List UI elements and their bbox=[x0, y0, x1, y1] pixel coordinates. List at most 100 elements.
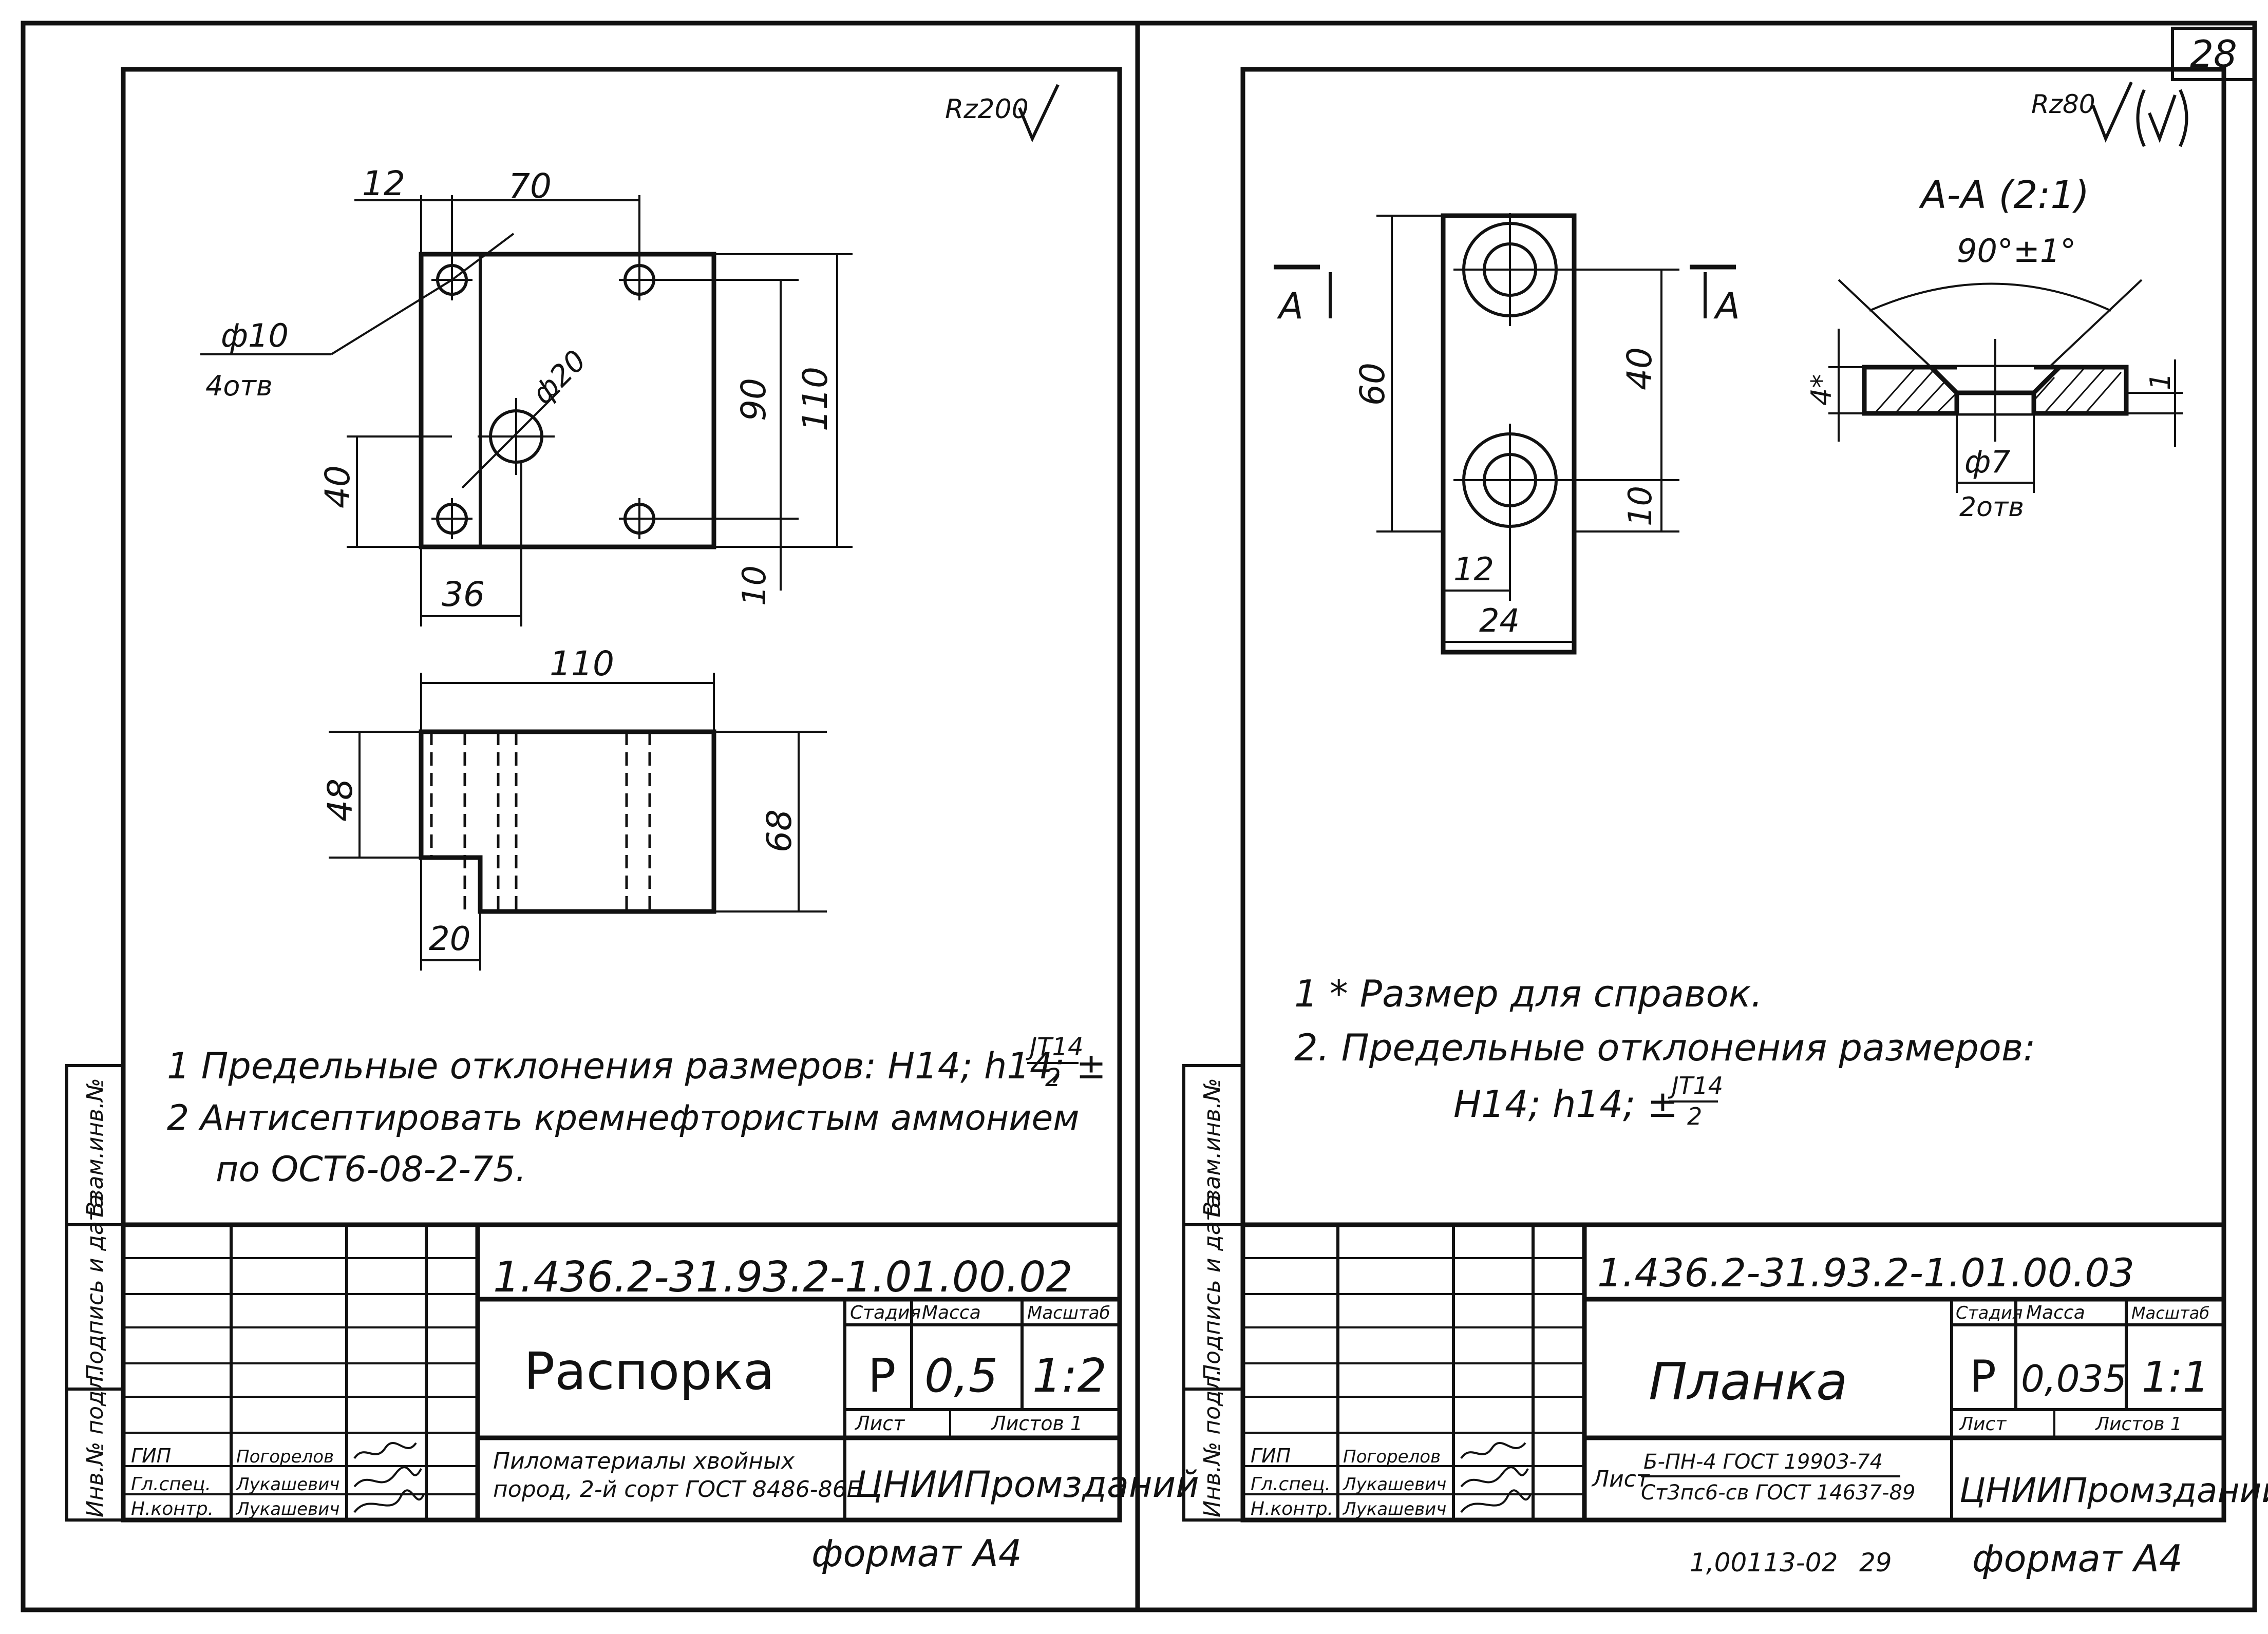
right-drawing: Взам.инв.№ Подпись и дата Инв.№ подл. Rz… bbox=[1182, 67, 2268, 1580]
right-tol-num: JT14 bbox=[1668, 1072, 1723, 1099]
right-dim-60: 60 bbox=[1353, 363, 1392, 406]
left-hole-count: 4отв bbox=[205, 370, 273, 402]
page-number-box bbox=[2171, 27, 2256, 81]
right-side-label-3: Инв.№ подл. bbox=[1199, 1369, 1225, 1517]
right-dim-10: 10 bbox=[1621, 486, 1659, 526]
left-scale-header: Масштаб bbox=[1027, 1303, 1110, 1323]
left-material-2: пород, 2-й сорт ГОСТ 8486-86Е bbox=[493, 1476, 861, 1503]
right-note-3: Н14; h14; ± bbox=[1453, 1082, 1678, 1126]
left-hole-bl bbox=[431, 498, 472, 539]
left-tol-den: 2 bbox=[1045, 1063, 1061, 1092]
left-doc-code: 1.436.2-31.93.2-1.01.00.02 bbox=[493, 1253, 1073, 1302]
right-dim-1: 1 bbox=[2144, 373, 2177, 390]
right-dim-4: 4* bbox=[1805, 374, 1838, 406]
left-dim-40: 40 bbox=[318, 465, 357, 508]
right-signature-2 bbox=[1460, 1466, 1529, 1488]
right-dim-40: 40 bbox=[1620, 347, 1659, 390]
right-material-prefix: Лист bbox=[1591, 1466, 1650, 1492]
right-signature-1 bbox=[1460, 1442, 1526, 1459]
left-signature-2 bbox=[353, 1466, 422, 1488]
bottom-page: 29 bbox=[1859, 1548, 1892, 1578]
left-top-view bbox=[419, 252, 716, 549]
right-note-1: 1 * Размер для справок. bbox=[1294, 972, 1763, 1015]
right-role-1: ГИП bbox=[1251, 1445, 1291, 1467]
right-mass: 0,035 bbox=[2021, 1357, 2127, 1400]
right-title-block: 1.436.2-31.93.2-1.01.00.03 Планка Стадия… bbox=[1240, 1222, 2268, 1523]
left-side-label-2: Подпись и дата bbox=[82, 1194, 108, 1381]
left-organization: ЦНИИПромзданий bbox=[855, 1464, 1199, 1506]
left-note-3: по ОСТ6-08-2-75. bbox=[216, 1149, 526, 1190]
right-section-view bbox=[1862, 339, 2129, 442]
left-signature-1 bbox=[353, 1442, 417, 1459]
right-roughness: Rz80 bbox=[2031, 89, 2095, 119]
right-scale-header: Масштаб bbox=[2131, 1303, 2209, 1323]
left-format: формат А4 bbox=[811, 1532, 1022, 1575]
right-name-3: Лукашевич bbox=[1342, 1499, 1446, 1519]
left-note-2: 2 Антисептировать кремнефтористым аммони… bbox=[167, 1098, 1080, 1138]
right-side-label-2: Подпись и дата bbox=[1199, 1194, 1225, 1381]
right-part-name: Планка bbox=[1649, 1352, 1847, 1412]
left-name-1: Погорелов bbox=[236, 1447, 334, 1467]
left-hole-label: ф10 bbox=[221, 317, 289, 354]
left-stage-header: Стадия bbox=[850, 1302, 921, 1323]
right-hole-label: ф7 bbox=[1964, 444, 2010, 480]
right-doc-code: 1.436.2-31.93.2-1.01.00.03 bbox=[1597, 1250, 2134, 1296]
left-dim-110-horizontal: 110 bbox=[550, 644, 614, 683]
right-angle-label: 90°±1° bbox=[1957, 232, 2076, 270]
right-format: формат А4 bbox=[1972, 1537, 2183, 1580]
left-side-label-3: Инв.№ подл. bbox=[82, 1369, 108, 1517]
left-tol-num: JT14 bbox=[1026, 1033, 1084, 1061]
left-dim-48: 48 bbox=[320, 778, 360, 822]
left-mass-header: Масса bbox=[922, 1302, 981, 1323]
left-mass: 0,5 bbox=[924, 1349, 998, 1403]
left-dim-10: 10 bbox=[735, 565, 773, 606]
left-sheets-header: Листов 1 bbox=[990, 1412, 1083, 1435]
right-material-2: Ст3пс6-св ГОСТ 14637-89 bbox=[1641, 1481, 1915, 1505]
right-sheets-header: Листов 1 bbox=[2094, 1414, 2182, 1435]
left-dim-20: 20 bbox=[429, 920, 470, 958]
right-signature-3 bbox=[1460, 1489, 1532, 1513]
right-material-1: Б-ПН-4 ГОСТ 19903-74 bbox=[1643, 1450, 1883, 1474]
right-organization: ЦНИИПромзданий bbox=[1959, 1471, 2268, 1510]
left-roughness: Rz200 bbox=[945, 94, 1029, 125]
right-section-mark-right: А bbox=[1713, 285, 1740, 327]
right-name-1: Погорелов bbox=[1343, 1447, 1441, 1467]
left-dim-70: 70 bbox=[508, 166, 552, 206]
left-dim-110-vertical: 110 bbox=[796, 367, 835, 431]
right-note-2: 2. Предельные отклонения размеров: bbox=[1294, 1026, 2036, 1069]
right-dim-24: 24 bbox=[1479, 602, 1520, 639]
left-drawing: Взам.инв.№ Подпись и дата Инв.№ подл. Rz… bbox=[65, 67, 1199, 1575]
right-role-3: Н.контр. bbox=[1251, 1498, 1333, 1519]
left-hole-center bbox=[478, 398, 555, 475]
left-role-1: ГИП bbox=[131, 1445, 171, 1467]
right-plate-view bbox=[1441, 213, 1577, 655]
left-dim-36: 36 bbox=[442, 575, 485, 614]
left-role-2: Гл.спец. bbox=[131, 1474, 211, 1495]
left-side-label-1: Взам.инв.№ bbox=[82, 1078, 108, 1217]
right-section-title: А-А (2:1) bbox=[1919, 173, 2089, 217]
left-title-block: 1.436.2-31.93.2-1.01.00.02 Распорка Стад… bbox=[121, 1222, 1199, 1523]
left-name-3: Лукашевич bbox=[235, 1499, 339, 1519]
right-name-2: Лукашевич bbox=[1342, 1474, 1446, 1495]
right-mass-header: Масса bbox=[2026, 1302, 2085, 1323]
left-signature-3 bbox=[353, 1489, 425, 1513]
right-section-mark-left: А bbox=[1277, 285, 1303, 327]
right-dim-12: 12 bbox=[1453, 550, 1494, 588]
left-material-1: Пиломатериалы хвойных bbox=[493, 1448, 795, 1474]
left-role-3: Н.контр. bbox=[131, 1498, 214, 1519]
left-note-1: 1 Предельные отклонения размеров: Н14; h… bbox=[167, 1045, 1106, 1087]
left-sheet-header: Лист bbox=[854, 1412, 905, 1435]
right-role-2: Гл.спец. bbox=[1251, 1474, 1331, 1495]
right-stage: Р bbox=[1970, 1351, 1996, 1402]
right-scale: 1:1 bbox=[2142, 1353, 2209, 1402]
left-dim-68: 68 bbox=[760, 809, 799, 852]
right-tol-den: 2 bbox=[1687, 1103, 1702, 1130]
bottom-code: 1,00113-02 bbox=[1690, 1548, 1838, 1578]
left-scale: 1:2 bbox=[1032, 1349, 1107, 1403]
left-dim-12: 12 bbox=[362, 164, 405, 203]
right-side-label-1: Взам.инв.№ bbox=[1199, 1078, 1225, 1217]
right-stage-header: Стадия bbox=[1956, 1303, 2023, 1323]
left-dim-90: 90 bbox=[734, 378, 773, 421]
left-stage: Р bbox=[868, 1349, 896, 1403]
